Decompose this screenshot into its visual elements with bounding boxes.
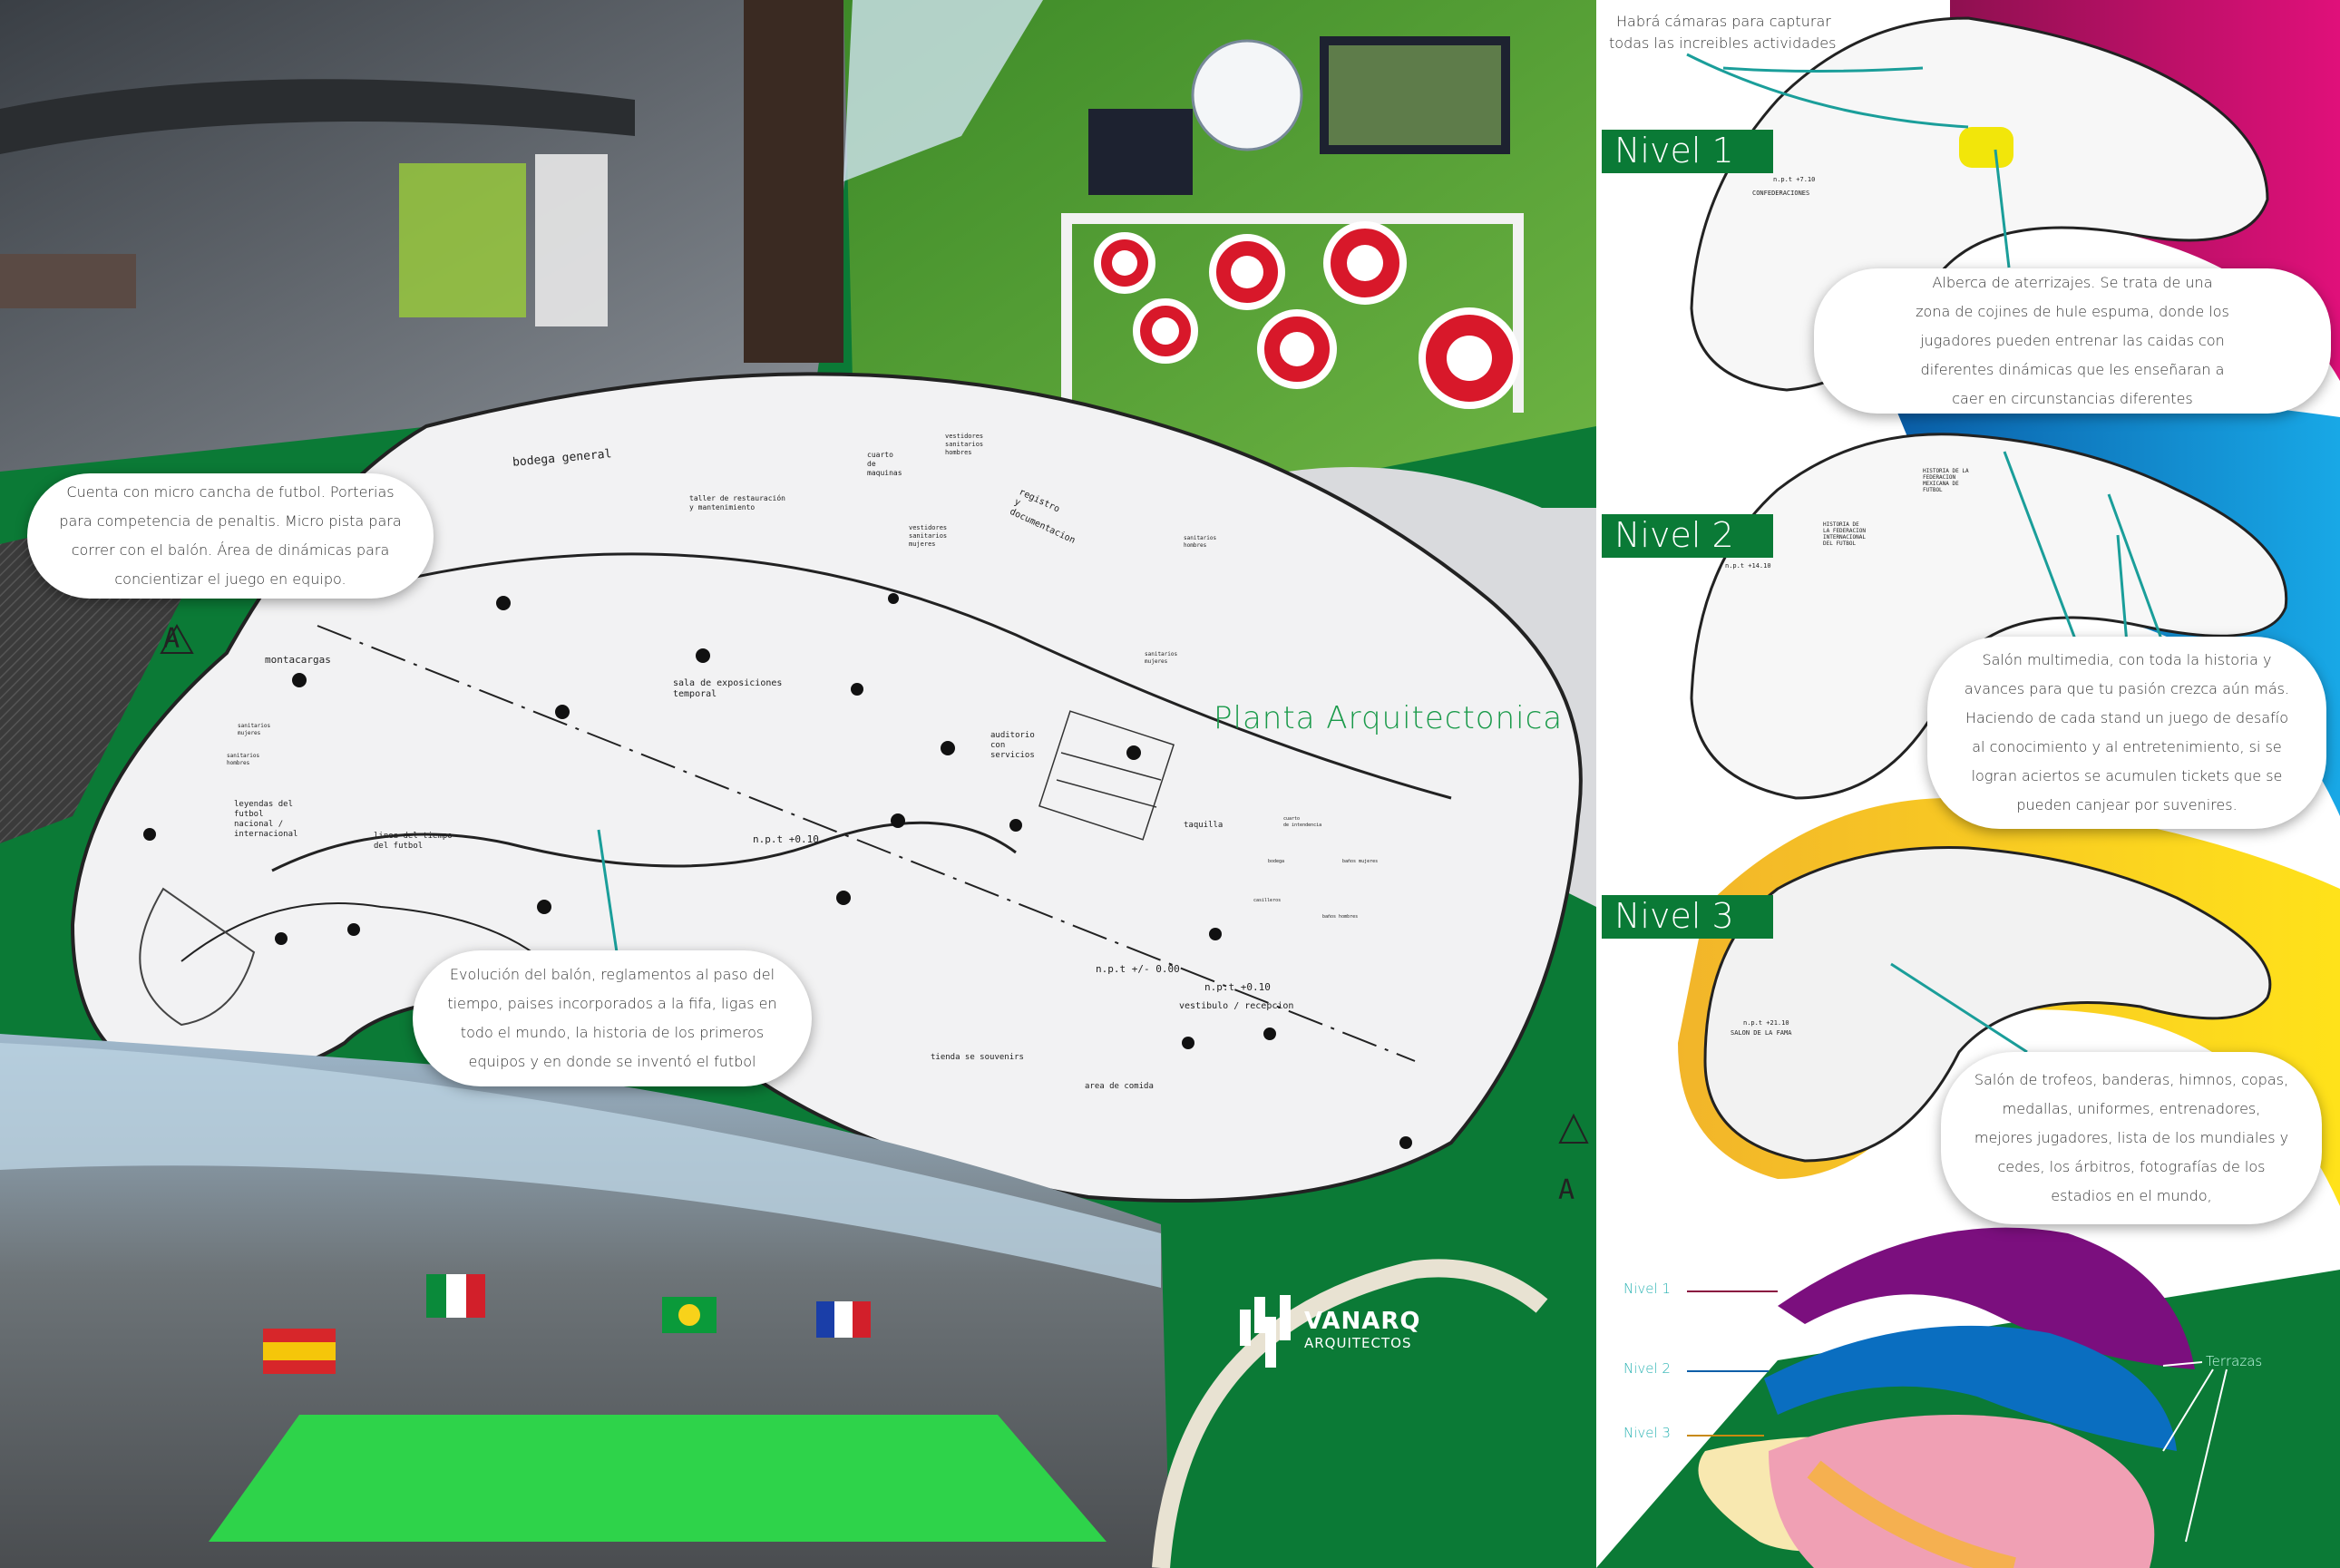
label-cuarto-intendencia: cuarto de intendencia — [1283, 816, 1322, 828]
nivel1-npt: n.p.t +7.10 — [1773, 176, 1816, 183]
callout-line: Haciendo de cada stand un juego de desaf… — [1965, 709, 2288, 726]
label-tienda: tienda se souvenirs — [931, 1053, 1024, 1062]
axo-nivel1 — [1778, 1227, 2195, 1369]
callout-line: para competencia de penaltis. Micro pist… — [59, 512, 402, 530]
callout-line: avances para que tu pasión crezca aún má… — [1964, 680, 2290, 697]
callout-line: diferentes dinámicas que les enseñaran a — [1920, 361, 2225, 378]
label-taller: taller de restauración y mantenimiento — [689, 494, 785, 511]
callout-line: al conocimiento y al entretenimiento, si… — [1972, 738, 2282, 755]
axo-nivel2 — [1764, 1325, 2177, 1451]
camaras-line: todas las increibles actividades — [1609, 34, 1837, 52]
label-banos-mujeres: baños mujeres — [1342, 859, 1379, 864]
plan-title: Planta Arquitectonica — [1214, 700, 1564, 736]
axo-label-nivel2: Nivel 2 — [1623, 1360, 1671, 1377]
logo-subtitle: ARQUITECTOS — [1304, 1335, 1412, 1351]
label-npt-000: n.p.t +/- 0.00 — [1096, 963, 1180, 975]
callout-line: todo el mundo, la historia de los primer… — [460, 1024, 765, 1041]
callout-line: estadios en el mundo, — [2051, 1187, 2212, 1204]
section-marker-a-2: A — [1558, 1174, 1575, 1206]
label-comida: area de comida — [1085, 1082, 1154, 1091]
nivel2-room-fmf: HISTORIA DE LA FEDERACION MEXICANA DE FU… — [1923, 468, 1969, 493]
auditorium-seats — [1038, 710, 1175, 841]
logo-name: VANARQ — [1304, 1308, 1421, 1335]
label-sanitarios-mujeres-2: sanitarios mujeres — [238, 723, 271, 736]
nivel1-room: CONFEDERACIONES — [1752, 190, 1810, 197]
label-sanitarios-hombres-2: sanitarios hombres — [227, 753, 260, 766]
vanarq-logo: VANARQ ARQUITECTOS — [1238, 1288, 1419, 1369]
callout-line: caer en circunstancias diferentes — [1952, 390, 2193, 407]
label-banos-hombres: baños hombres — [1322, 914, 1359, 920]
axo-label-nivel1: Nivel 1 — [1623, 1281, 1671, 1297]
callout-line: jugadores pueden entrenar las caidas con — [1920, 332, 2225, 349]
label-casilleros: casilleros — [1253, 898, 1282, 903]
callout-evolucion: Evolución del balón, reglamentos al paso… — [413, 950, 812, 1086]
callout-line: correr con el balón. Área de dinámicas p… — [71, 541, 390, 559]
label-leyendas: leyendas del futbol nacional / internaci… — [234, 800, 298, 839]
axo-label-terrazas: Terrazas — [2206, 1353, 2263, 1369]
landing-pool — [1959, 127, 2013, 168]
label-npt-010-b: n.p.t +0.10 — [1204, 981, 1271, 993]
callout-trofeos: Salón de trofeos, banderas, himnos, copa… — [1941, 1052, 2322, 1224]
label-taquilla: taquilla — [1184, 821, 1224, 830]
callout-line: logran aciertos se acumulen tickets que … — [1971, 767, 2283, 784]
callout-line: Evolución del balón, reglamentos al paso… — [449, 966, 775, 983]
nivel3-room: SALON DE LA FAMA — [1731, 1029, 1792, 1037]
nivel-3-label: Nivel 3 — [1602, 895, 1773, 939]
callout-line: pueden canjear por suvenires. — [2016, 796, 2238, 813]
nivel3-npt: n.p.t +21.10 — [1743, 1019, 1789, 1027]
label-vestidores-mujeres: vestidores sanitarios mujeres — [909, 524, 948, 548]
leader-lines — [597, 53, 2165, 1054]
label-auditorio: auditorio con servicios — [990, 731, 1035, 760]
callout-multimedia: Salón multimedia, con toda la historia y… — [1927, 637, 2326, 829]
soccer-ball-decor — [1191, 39, 1303, 151]
callout-line: zona de cojines de hule espuma, donde lo… — [1916, 303, 2229, 320]
court-grass — [209, 1415, 1107, 1542]
callout-line: equipos y en donde se inventó el futbol — [468, 1053, 756, 1070]
label-sala-exposiciones: sala de exposiciones temporal — [673, 678, 783, 699]
callout-line: Salón multimedia, con toda la historia y — [1982, 651, 2272, 668]
nivel2-plan — [1690, 433, 2288, 800]
label-sanitarios-mujeres: sanitarios mujeres — [1145, 651, 1178, 665]
plan-columns — [143, 593, 1412, 1149]
buildings-logo-icon — [1240, 1295, 1291, 1368]
axo-nivel3 — [1769, 1415, 2155, 1568]
label-sanitarios-hombres: sanitarios hombres — [1184, 535, 1217, 549]
nivel-2-label: Nivel 2 — [1602, 514, 1773, 558]
label-linea-tiempo: linea del tiempo del futbol — [374, 832, 453, 851]
callout-line: Alberca de aterrizajes. Se trata de una — [1932, 274, 2213, 291]
nivel2-room-fifa: HISTORIA DE LA FEDERACION INTERNACIONAL … — [1823, 521, 1866, 547]
callout-line: mejores jugadores, lista de los mundiale… — [1974, 1129, 2289, 1146]
nivel-1-label: Nivel 1 — [1602, 130, 1773, 173]
callout-line: cedes, los árbitros, fotografías de los — [1997, 1158, 2266, 1175]
callout-alberca: Alberca de aterrizajes. Se trata de una … — [1814, 268, 2331, 414]
callout-line: tiempo, paises incorporados a la fifa, l… — [447, 995, 777, 1012]
callout-line: Cuenta con micro cancha de futbol. Porte… — [66, 483, 395, 501]
callout-line: concientizar el juego en equipo. — [114, 570, 346, 588]
label-npt-010: n.p.t +0.10 — [753, 833, 819, 845]
label-cuarto-maquinas: cuarto de maquinas — [867, 451, 902, 477]
nivel3-plan — [1703, 846, 2272, 1163]
goal-frame — [1061, 213, 1524, 224]
label-vestibulo: vestibulo / recepcion — [1179, 1001, 1294, 1011]
label-bodega-2: bodega — [1268, 859, 1285, 864]
section-marker-a: A — [163, 623, 180, 655]
callout-futbol: Cuenta con micro cancha de futbol. Porte… — [27, 473, 434, 599]
camaras-note: Habrá cámaras para capturar todas las in… — [1609, 11, 1836, 54]
axo-label-nivel3: Nivel 3 — [1623, 1425, 1671, 1441]
wood-column — [744, 0, 843, 363]
camaras-line: Habrá cámaras para capturar — [1616, 13, 1831, 30]
callout-line: medallas, uniformes, entrenadores, — [2002, 1100, 2261, 1117]
nivel2-npt: n.p.t +14.10 — [1725, 562, 1771, 570]
label-vestidores-hombres: vestidores sanitarios hombres — [945, 433, 984, 456]
callout-line: Salón de trofeos, banderas, himnos, copa… — [1974, 1071, 2289, 1088]
label-montacargas: montacargas — [265, 654, 331, 666]
